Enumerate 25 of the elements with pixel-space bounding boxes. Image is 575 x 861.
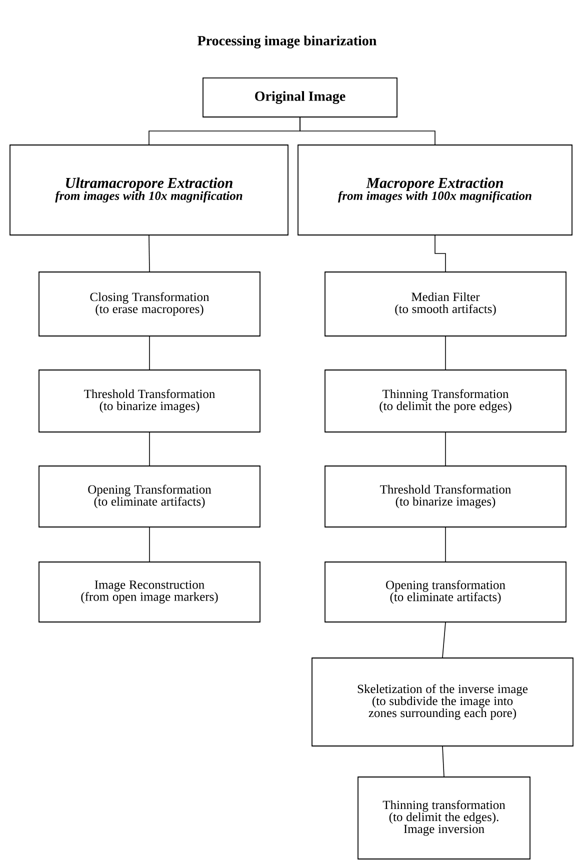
process-box: Image Reconstruction (from open image markers) — [38, 562, 260, 622]
connector-line — [434, 235, 446, 272]
connector-line — [300, 117, 436, 145]
process-box: Threshold Transformation (to binarize images) — [324, 466, 566, 528]
process-box: Threshold Transformation (to binarize images) — [38, 370, 260, 432]
process-box: Thinning Transformation (to delimit the pore edges) — [324, 370, 566, 432]
connector-line — [149, 527, 150, 562]
connector-line — [445, 432, 446, 466]
connector-line — [442, 746, 444, 777]
process-box: Closing Transformation (to erase macropores) — [38, 272, 260, 336]
process-box: Opening transformation (to eliminate artifacts) — [324, 562, 566, 622]
connector-line — [148, 235, 150, 272]
connector-line — [149, 432, 150, 466]
process-box: Thinning transformation (to delimit the edges). Image inversion — [358, 776, 530, 860]
title: Processing image binarization — [198, 36, 376, 48]
input-box: Original Image — [202, 78, 398, 118]
process-box: Skeletization of the inverse image (to subdivide the image into zones surrounding each pore) — [312, 658, 574, 746]
process-box: Median Filter (to smooth artifacts) — [324, 272, 566, 336]
process-box: Opening Transformation (to eliminate artifacts) — [38, 466, 260, 528]
connector-line — [149, 336, 150, 370]
connector-line — [445, 527, 446, 562]
connector-line — [442, 622, 446, 658]
connector-line — [445, 336, 446, 370]
branch-box: Ultramacropore Extraction from images with 10x magnification — [10, 144, 288, 236]
branch-box: Macropore Extraction from images with 100x magnification — [298, 144, 572, 236]
